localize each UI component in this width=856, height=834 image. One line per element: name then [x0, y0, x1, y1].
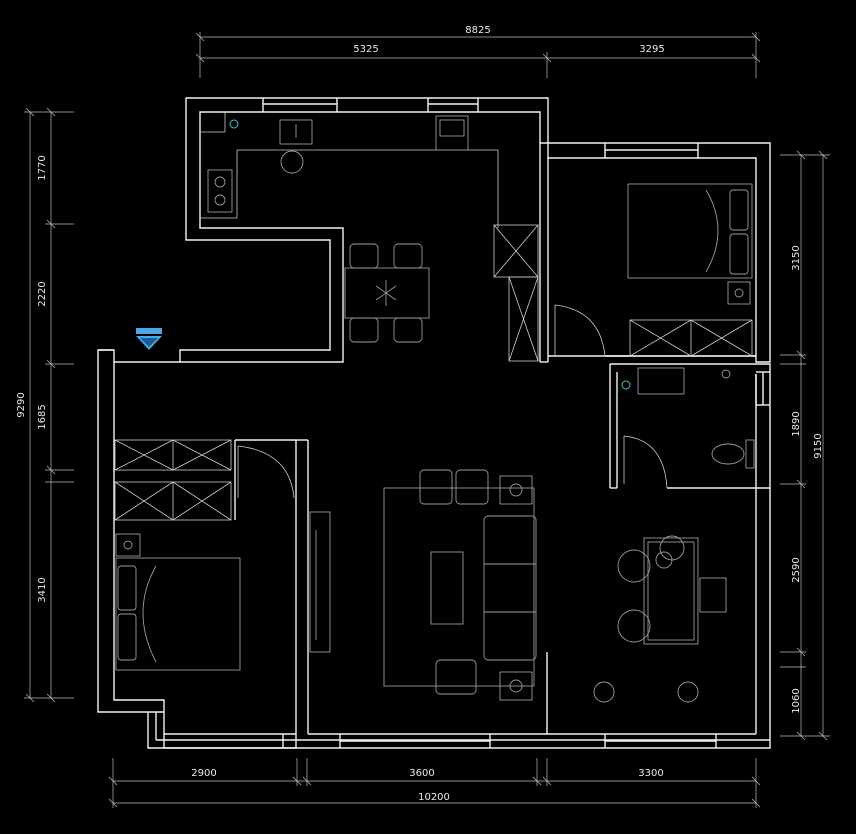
dim-bottom-left: 2900 [191, 768, 216, 779]
fridge-icon [435, 115, 469, 151]
dim-left-1: 1770 [37, 155, 48, 180]
master-bedroom [554, 183, 753, 357]
walls [97, 97, 771, 749]
toilet-icon [711, 439, 755, 469]
dimension-labels: 8825 5325 3295 2900 3600 3300 10200 1770… [16, 25, 824, 803]
dim-top-right: 3295 [639, 44, 664, 55]
plant-icon [655, 535, 685, 569]
fixture-accent-icon [229, 119, 239, 129]
dim-right-2: 1890 [791, 411, 802, 436]
kitchen [200, 112, 539, 362]
basin-accent-icon [621, 380, 631, 390]
dim-left-3: 1685 [37, 404, 48, 429]
dim-bottom-mid: 3600 [409, 768, 434, 779]
plant-icon [375, 280, 397, 306]
dim-top-total: 8825 [465, 25, 490, 36]
stove-icon [207, 169, 233, 213]
bathroom [621, 367, 755, 489]
living-room [309, 469, 537, 701]
bed-icon [115, 557, 241, 671]
dim-bottom-total: 10200 [418, 792, 450, 803]
study-room [593, 535, 727, 703]
dim-left-2: 2220 [37, 281, 48, 306]
dim-bottom-right: 3300 [638, 768, 663, 779]
dining-table [344, 243, 430, 343]
dimension-lines [24, 32, 830, 808]
dim-right-4: 1060 [791, 688, 802, 713]
entry-arrow-icon [136, 328, 162, 350]
dim-right-1: 3150 [791, 245, 802, 270]
dim-left-total: 9290 [16, 392, 27, 417]
dim-left-4: 3410 [37, 577, 48, 602]
dim-right-total: 9150 [813, 433, 824, 458]
sofa-icon [483, 515, 537, 661]
sink-icon [279, 119, 313, 174]
dim-right-3: 2590 [791, 557, 802, 582]
bed-icon [627, 183, 753, 279]
dim-top-left: 5325 [353, 44, 378, 55]
second-bedroom [114, 439, 295, 671]
